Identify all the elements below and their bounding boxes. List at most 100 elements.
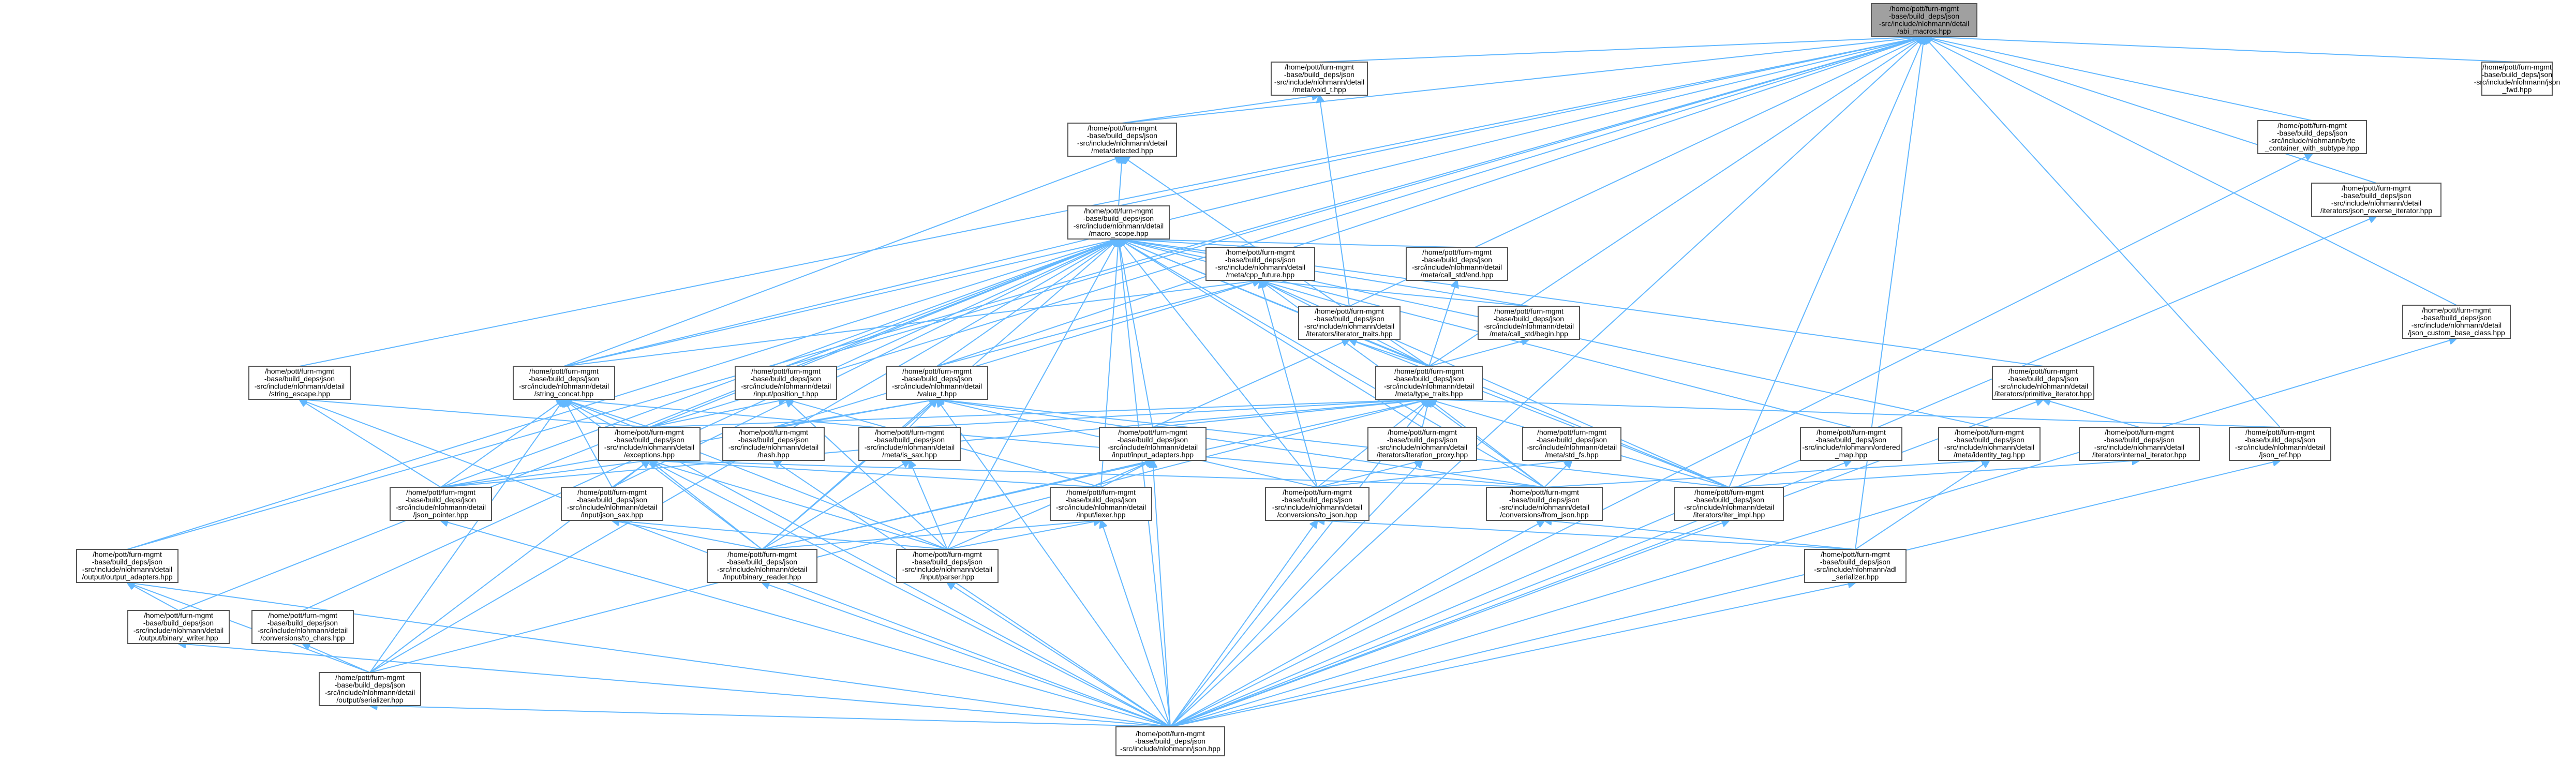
- node-internal_iterator[interactable]: /home/pott/furn-mgmt-base/build_deps/jso…: [2079, 427, 2200, 461]
- edge-detected-to-string_concat: [563, 156, 1122, 367]
- node-label-line: /hash.hpp: [757, 451, 790, 459]
- node-label-line: /home/pott/furn-mgmt: [1285, 63, 1354, 71]
- node-string_concat[interactable]: /home/pott/furn-mgmt-base/build_deps/jso…: [513, 366, 615, 400]
- node-exceptions[interactable]: /home/pott/furn-mgmt-base/build_deps/jso…: [598, 427, 701, 461]
- node-box: [1804, 549, 1907, 583]
- node-binary_writer[interactable]: /home/pott/furn-mgmt-base/build_deps/jso…: [127, 610, 230, 644]
- edge-iteration_proxy-to-to_json: [1317, 460, 1422, 488]
- node-label-line: -src/include/nlohmann/detail: [604, 443, 694, 452]
- edge-abi_macros-to-exceptions: [649, 37, 1924, 428]
- node-box: [1992, 366, 2094, 400]
- node-label-line: /conversions/from_json.hpp: [1500, 511, 1588, 519]
- node-position_t[interactable]: /home/pott/furn-mgmt-base/build_deps/jso…: [735, 366, 837, 400]
- node-label-line: -base/build_deps/json: [264, 375, 335, 383]
- node-to_json[interactable]: /home/pott/furn-mgmt-base/build_deps/jso…: [1265, 487, 1369, 521]
- node-label-line: /home/pott/furn-mgmt: [1136, 729, 1205, 738]
- node-label-line: -src/include/nlohmann/detail: [133, 626, 224, 635]
- node-label-line: -src/include/nlohmann/detail: [1684, 503, 1774, 512]
- node-json_custom_base[interactable]: /home/pott/furn-mgmt-base/build_deps/jso…: [2402, 305, 2511, 339]
- node-label-line: -base/build_deps/json: [1083, 214, 1154, 222]
- node-box: [1375, 366, 1483, 400]
- node-box: [1067, 123, 1177, 157]
- node-label-line: /meta/void_t.hpp: [1292, 85, 1346, 94]
- node-label-line: /home/pott/furn-mgmt: [144, 611, 213, 620]
- node-identity_tag[interactable]: /home/pott/furn-mgmt-base/build_deps/jso…: [1938, 427, 2041, 461]
- edge-abi_macros-to-invoke: [1319, 37, 1924, 63]
- node-json_ref[interactable]: /home/pott/furn-mgmt-base/build_deps/jso…: [2229, 427, 2331, 461]
- edge-internal_iterator-to-iter_impl: [1729, 460, 2139, 488]
- node-detected[interactable]: /home/pott/furn-mgmt-base/build_deps/jso…: [1067, 123, 1177, 157]
- node-label-line: /home/pott/furn-mgmt: [1088, 124, 1157, 132]
- edge-exceptions-to-json: [649, 460, 1171, 727]
- node-box: [1478, 306, 1580, 340]
- node-hash[interactable]: /home/pott/furn-mgmt-base/build_deps/jso…: [722, 427, 825, 461]
- node-json_reverse_iter[interactable]: /home/pott/furn-mgmt-base/build_deps/jso…: [2311, 183, 2441, 217]
- node-label-line: -base/build_deps/json: [1694, 496, 1764, 504]
- node-invoke[interactable]: /home/pott/furn-mgmt-base/build_deps/jso…: [1271, 62, 1368, 96]
- node-binary_reader[interactable]: /home/pott/furn-mgmt-base/build_deps/jso…: [707, 549, 817, 583]
- node-iterator_traits[interactable]: /home/pott/furn-mgmt-base/build_deps/jso…: [1298, 306, 1401, 340]
- node-label-line: /home/pott/furn-mgmt: [1821, 550, 1890, 559]
- node-input_adapters[interactable]: /home/pott/furn-mgmt-base/build_deps/jso…: [1099, 427, 1207, 461]
- edge-output_adapters-to-serializer: [127, 582, 370, 673]
- edge-string_concat-to-serializer: [369, 399, 564, 673]
- node-primitive_iterator[interactable]: /home/pott/furn-mgmt-base/build_deps/jso…: [1992, 366, 2094, 400]
- node-label-line: /home/pott/furn-mgmt: [615, 428, 684, 437]
- node-string_escape[interactable]: /home/pott/furn-mgmt-base/build_deps/jso…: [248, 366, 351, 400]
- node-to_chars[interactable]: /home/pott/furn-mgmt-base/build_deps/jso…: [251, 610, 354, 644]
- node-label-line: /meta/detected.hpp: [1091, 146, 1153, 155]
- edge-macro_scope-to-string_concat: [563, 239, 1119, 367]
- node-ordered_map[interactable]: /home/pott/furn-mgmt-base/build_deps/jso…: [1800, 427, 1902, 461]
- node-label-line: -src/include/nlohmann/detail: [2331, 199, 2421, 207]
- node-type_traits[interactable]: /home/pott/furn-mgmt-base/build_deps/jso…: [1375, 366, 1483, 400]
- node-cpp_future[interactable]: /home/pott/furn-mgmt-base/build_deps/jso…: [1205, 247, 1315, 281]
- edge-call_std_end-to-type_traits: [1428, 280, 1457, 367]
- node-box: [1367, 427, 1477, 461]
- node-json_pointer[interactable]: /home/pott/furn-mgmt-base/build_deps/jso…: [390, 487, 492, 521]
- node-call_std_end[interactable]: /home/pott/furn-mgmt-base/build_deps/jso…: [1406, 247, 1508, 281]
- node-label-line: /home/pott/furn-mgmt: [2277, 122, 2347, 130]
- edge-string_concat-to-exceptions: [564, 399, 650, 428]
- edge-macro_scope-to-json_pointer: [440, 239, 1119, 488]
- node-box: [896, 549, 999, 583]
- edge-abi_macros-to-macro_scope: [1118, 37, 1924, 206]
- node-std_fs[interactable]: /home/pott/furn-mgmt-base/build_deps/jso…: [1522, 427, 1621, 461]
- node-byte_container[interactable]: /home/pott/furn-mgmt-base/build_deps/jso…: [2257, 120, 2367, 154]
- node-label-line: /home/pott/furn-mgmt: [1315, 307, 1384, 316]
- node-parser[interactable]: /home/pott/furn-mgmt-base/build_deps/jso…: [896, 549, 999, 583]
- edge-abi_macros-to-byte_container: [1924, 37, 2313, 121]
- edge-json_ref-to-json: [1170, 460, 2280, 727]
- node-label-line: /home/pott/furn-mgmt: [1955, 428, 2024, 437]
- node-label-line: -base/build_deps/json: [2341, 191, 2411, 200]
- edge-serializer-to-json: [370, 706, 1171, 727]
- node-json_fwd[interactable]: /home/pott/furn-mgmt-base/build_deps/jso…: [2474, 62, 2560, 96]
- node-macro_scope[interactable]: /home/pott/furn-mgmt-base/build_deps/jso…: [1067, 205, 1170, 240]
- node-label-line: /home/pott/furn-mgmt: [1118, 428, 1187, 437]
- node-lexer[interactable]: /home/pott/furn-mgmt-base/build_deps/jso…: [1050, 487, 1152, 521]
- node-json_sax[interactable]: /home/pott/furn-mgmt-base/build_deps/jso…: [561, 487, 663, 521]
- node-label-line: -src/include/nlohmann/detail: [741, 382, 831, 391]
- edge-cpp_future-to-string_concat: [563, 280, 1260, 367]
- edge-macro_scope-to-value_t: [936, 239, 1119, 367]
- node-label-line: /home/pott/furn-mgmt: [1388, 428, 1457, 437]
- node-label-line: -src/include/nlohmann/detail: [1272, 503, 1362, 512]
- node-iteration_proxy[interactable]: /home/pott/furn-mgmt-base/build_deps/jso…: [1367, 427, 1477, 461]
- node-json[interactable]: /home/pott/furn-mgmt-base/build_deps/jso…: [1115, 726, 1225, 756]
- node-adl_serializer[interactable]: /home/pott/furn-mgmt-base/build_deps/jso…: [1804, 549, 1907, 583]
- edge-type_traits-to-exceptions: [649, 399, 1429, 428]
- node-call_std_begin[interactable]: /home/pott/furn-mgmt-base/build_deps/jso…: [1478, 306, 1580, 340]
- node-label-line: /home/pott/furn-mgmt: [1226, 248, 1295, 257]
- node-label-line: -base/build_deps/json: [1816, 436, 1886, 444]
- node-label-line: /abi_macros.hpp: [1897, 27, 1951, 35]
- node-label-line: -base/build_deps/json: [406, 496, 476, 504]
- node-abi_macros[interactable]: /home/pott/furn-mgmt-base/build_deps/jso…: [1871, 3, 1977, 37]
- node-serializer[interactable]: /home/pott/furn-mgmt-base/build_deps/jso…: [319, 672, 421, 706]
- node-is_sax[interactable]: /home/pott/furn-mgmt-base/build_deps/jso…: [858, 427, 961, 461]
- node-from_json[interactable]: /home/pott/furn-mgmt-base/build_deps/jso…: [1486, 487, 1603, 521]
- node-output_adapters[interactable]: /home/pott/furn-mgmt-base/build_deps/jso…: [76, 549, 178, 583]
- node-value_t[interactable]: /home/pott/furn-mgmt-base/build_deps/jso…: [886, 366, 988, 400]
- node-box: [127, 610, 230, 644]
- node-iter_impl[interactable]: /home/pott/furn-mgmt-base/build_deps/jso…: [1674, 487, 1784, 521]
- node-label-line: -src/include/nlohmann/detail: [1304, 322, 1394, 331]
- node-label-line: /input/input_adapters.hpp: [1112, 451, 1194, 459]
